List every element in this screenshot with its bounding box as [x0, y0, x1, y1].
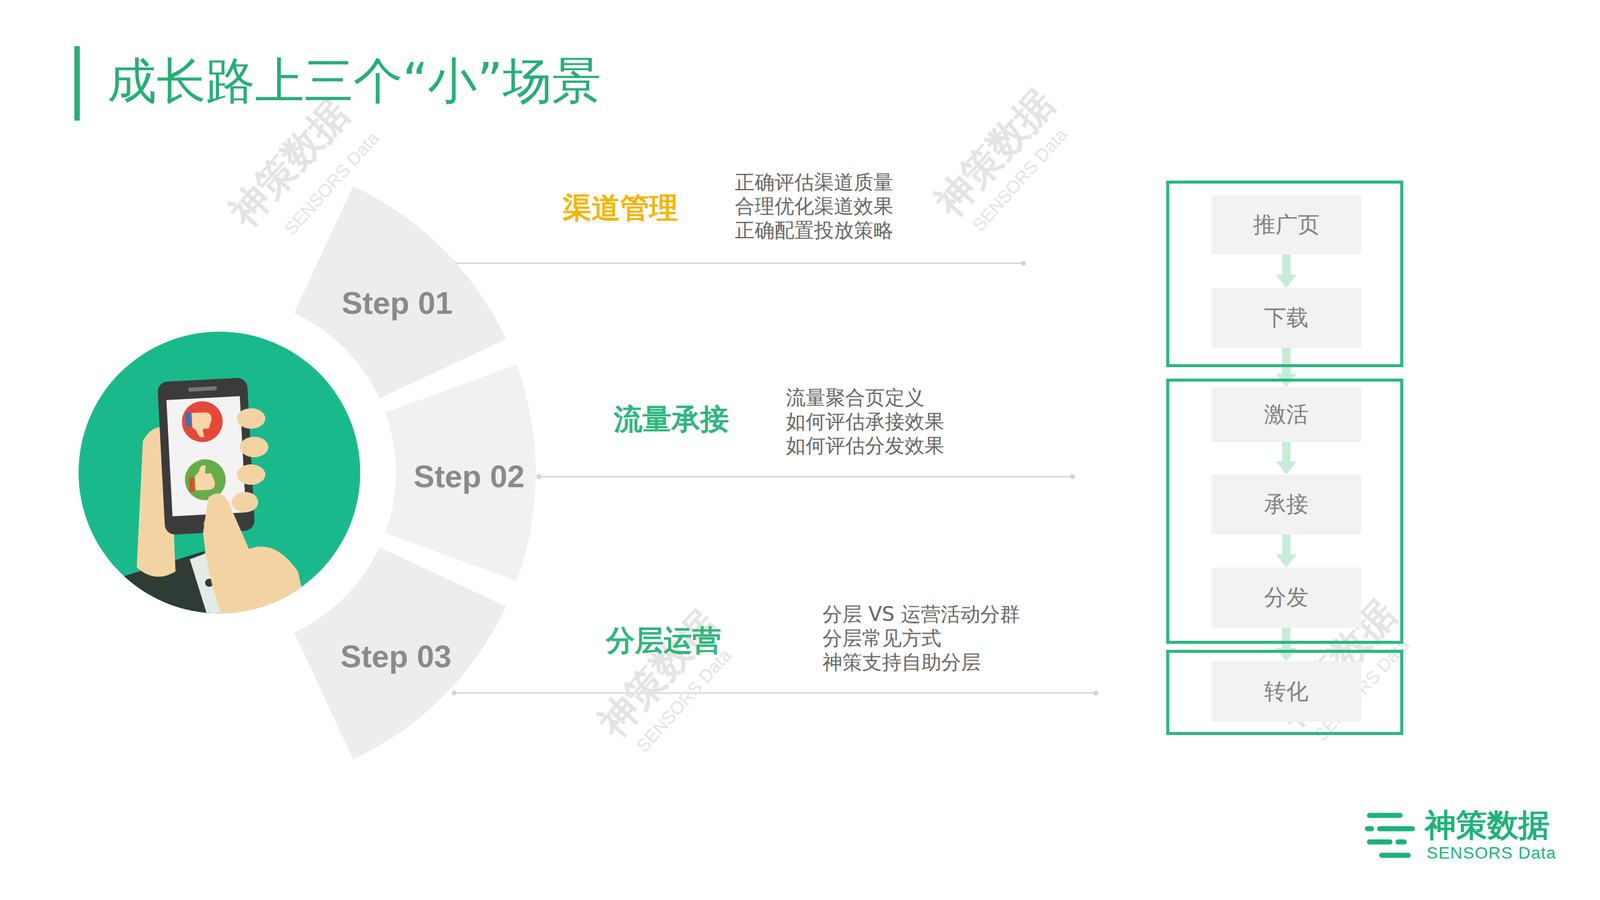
box-label: 转化	[1264, 676, 1309, 707]
step-label: Step 03	[340, 638, 452, 675]
step-band: Step 01	[292, 184, 509, 401]
step-band-fill	[293, 547, 506, 759]
box-label: 激活	[1264, 399, 1309, 430]
step-note: 分层常见方式	[822, 626, 942, 650]
step-band: Step 02	[383, 362, 539, 584]
box-label: 推广页	[1253, 209, 1320, 240]
flow-arrow	[1282, 627, 1291, 648]
step-label: Step 02	[413, 458, 525, 495]
logo-text: 神策数据	[1424, 807, 1550, 844]
step-note: 神策支持自助分层	[822, 650, 981, 674]
step-note: 合理优化渠道效果	[734, 194, 894, 218]
step-band-fill	[385, 364, 536, 581]
step-band-fill	[293, 185, 506, 398]
step-heading: 分层运营	[605, 623, 722, 657]
flow-arrow	[1282, 534, 1291, 555]
step-heading: 渠道管理	[562, 191, 678, 225]
step-note: 如何评估承接效果	[785, 410, 945, 434]
process-box: 转化	[1211, 661, 1362, 722]
logo-icon	[1367, 815, 1413, 855]
box-label: 承接	[1264, 489, 1309, 520]
step-note: 正确配置投放策略	[734, 218, 894, 242]
step-note: 如何评估分发效果	[785, 434, 945, 458]
phone-hand-illustration	[112, 377, 311, 628]
step-note: 流量聚合页定义	[785, 386, 925, 410]
step-note: 正确评估渠道质量	[734, 170, 894, 194]
box-label: 分发	[1264, 582, 1309, 613]
process-box: 下载	[1211, 287, 1362, 348]
step-note: 分层 VS 运营活动分群	[822, 602, 1020, 626]
flow-arrow	[1282, 442, 1291, 462]
process-box: 推广页	[1211, 194, 1362, 255]
step-guide-lines	[452, 261, 1098, 695]
process-box: 承接	[1211, 474, 1362, 535]
process-box: 激活	[1211, 386, 1362, 443]
slide-title: 成长路上三个“小”场景	[107, 48, 602, 115]
flow-arrow	[1282, 254, 1291, 275]
title-bar	[74, 46, 80, 121]
stage-group-box: 推广页下载	[1166, 180, 1404, 368]
box-label: 下载	[1264, 302, 1309, 333]
step-heading: 流量承接	[613, 402, 729, 436]
stage-group-box: 激活承接分发	[1166, 378, 1404, 644]
step-band: Step 03	[292, 545, 509, 762]
logo-subtext: SENSORS Data	[1426, 843, 1557, 863]
stage-group-box: 转化	[1166, 649, 1404, 735]
step-label: Step 01	[341, 284, 453, 321]
flow-arrow	[1282, 347, 1291, 374]
process-box: 分发	[1211, 567, 1362, 628]
